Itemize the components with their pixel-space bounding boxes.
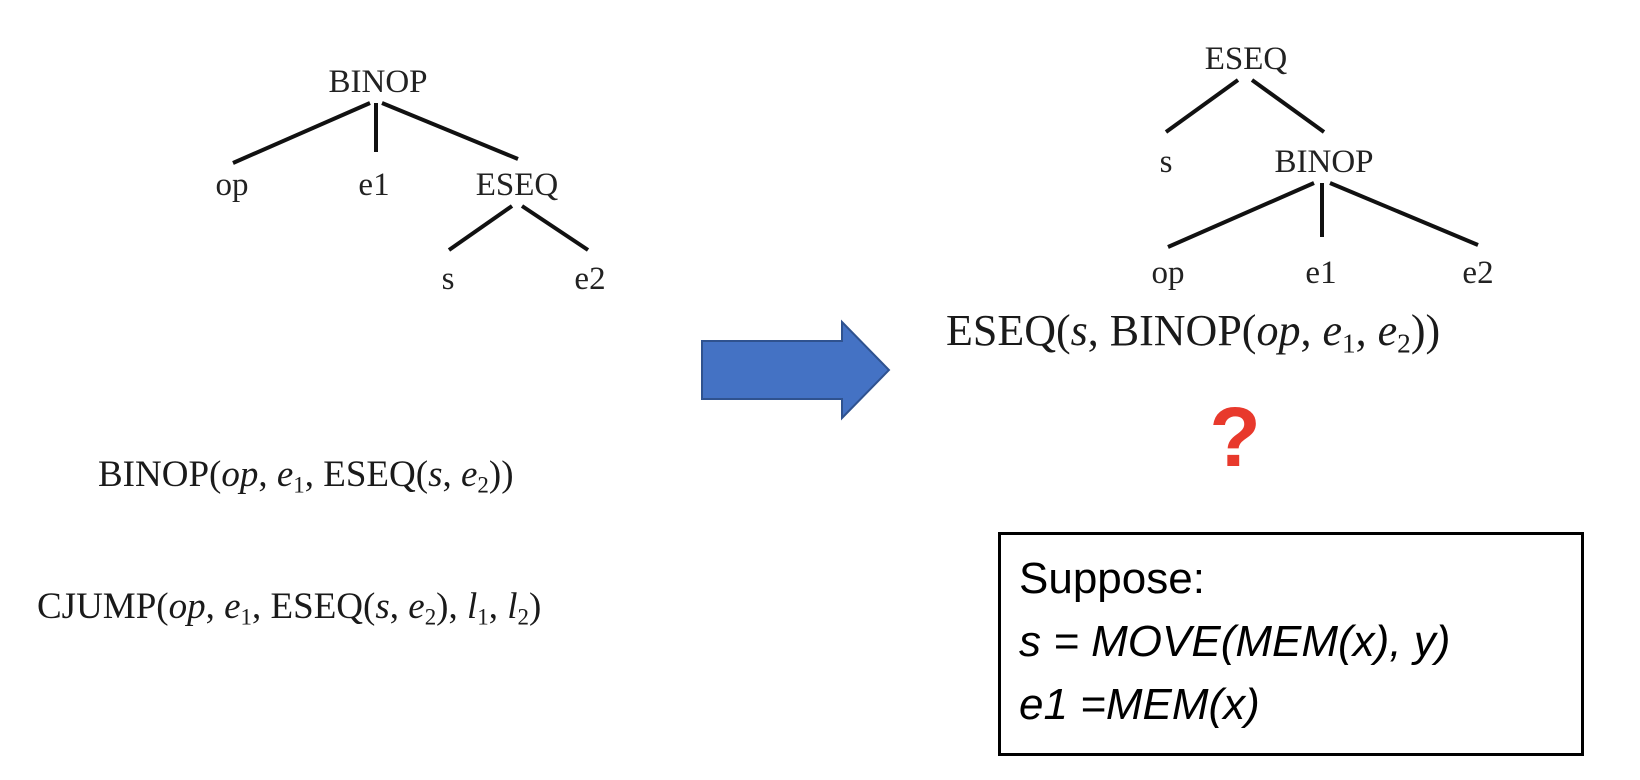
suppose-line-s: s = MOVE(MEM(x), y) [1019, 617, 1451, 666]
formula-var: op [221, 454, 259, 495]
formula-text: , [488, 586, 508, 627]
right-tree-node-s: s [1160, 144, 1173, 180]
formula-subscript: 1 [1342, 328, 1356, 359]
formula-text: , BINOP( [1087, 306, 1257, 355]
formula-var: l [466, 586, 478, 627]
formula-text: ESEQ( [946, 306, 1071, 355]
cjump-formula: CJUMP(op, e1, ESEQ(s, e2), l1, l2) [37, 585, 541, 628]
left-tree-node-op: op [216, 167, 249, 203]
formula-text: )) [1410, 306, 1441, 355]
right-edge-binop-op [1167, 181, 1315, 249]
formula-subscript: 2 [424, 604, 437, 630]
right-tree-node-e2: e2 [1462, 255, 1493, 291]
formula-var: s [1070, 306, 1088, 355]
right-tree-node-binop: BINOP [1274, 144, 1373, 180]
formula-text: , [442, 454, 461, 495]
left-edge-binop-eseq [381, 101, 519, 161]
right-tree: ESEQ s BINOP op e1 e2 [1152, 41, 1494, 291]
formula-text: , ESEQ( [252, 586, 376, 627]
formula-text: , [389, 586, 409, 627]
formula-text: , [258, 454, 277, 495]
formula-var: e [1322, 306, 1342, 355]
formula-subscript: 2 [1397, 328, 1411, 359]
right-edge-eseq-s [1164, 78, 1240, 134]
formula-text: )) [488, 454, 514, 495]
left-edge-eseq-e2 [520, 204, 590, 252]
formula-var: s [375, 586, 390, 627]
formula-subscript: 2 [477, 472, 489, 498]
left-edge-eseq-s [447, 204, 514, 252]
left-tree-node-e2: e2 [574, 261, 605, 297]
question-mark: ? [1209, 390, 1261, 484]
left-tree-node-eseq: ESEQ [476, 167, 559, 203]
formula-var: l [507, 586, 518, 627]
right-tree-node-op: op [1152, 255, 1185, 291]
formula-var: op [168, 586, 206, 627]
suppose-line-e1: e1 =MEM(x) [1019, 680, 1260, 729]
left-tree-root: BINOP [328, 64, 427, 100]
suppose-box: Suppose: s = MOVE(MEM(x), y) e1 =MEM(x) [998, 532, 1584, 756]
formula-var: s [428, 454, 443, 495]
left-tree: BINOP op e1 ESEQ s e2 [216, 64, 606, 297]
formula-text: ) [528, 586, 542, 627]
formula-text: , [1300, 306, 1323, 355]
right-tree-root: ESEQ [1205, 41, 1288, 77]
right-tree-node-e1: e1 [1305, 255, 1336, 291]
formula-var: e [224, 586, 241, 627]
formula-text: , ESEQ( [304, 454, 429, 495]
formula-var: op [1256, 306, 1301, 355]
formula-var: e [408, 586, 425, 627]
formula-subscript: 1 [293, 472, 305, 498]
formula-subscript: 1 [240, 604, 253, 630]
right-edge-eseq-binop [1250, 78, 1326, 134]
left-tree-node-e1: e1 [358, 167, 389, 203]
formula-text: CJUMP( [37, 586, 169, 627]
formula-subscript: 2 [517, 604, 529, 630]
left-tree-edges [232, 101, 590, 252]
formula-var: e [460, 454, 478, 495]
formula-text: , [205, 586, 225, 627]
formula-var: e [276, 454, 294, 495]
binop-formula: BINOP(op, e1, ESEQ(s, e2)) [98, 453, 514, 496]
formula-var: e [1377, 306, 1398, 355]
formula-text: , [1355, 306, 1378, 355]
transform-arrow [701, 319, 891, 421]
formula-text: ), [436, 586, 467, 627]
formula-text: BINOP( [98, 454, 222, 495]
formula-subscript: 1 [477, 604, 489, 630]
eseq-binop-formula: ESEQ(s, BINOP(op, e1, e2)) [946, 305, 1441, 359]
left-edge-binop-op [232, 101, 371, 165]
right-tree-edges [1164, 78, 1479, 249]
suppose-heading: Suppose: [1019, 554, 1205, 603]
left-tree-node-s: s [442, 261, 455, 297]
right-edge-binop-e2 [1329, 181, 1479, 247]
